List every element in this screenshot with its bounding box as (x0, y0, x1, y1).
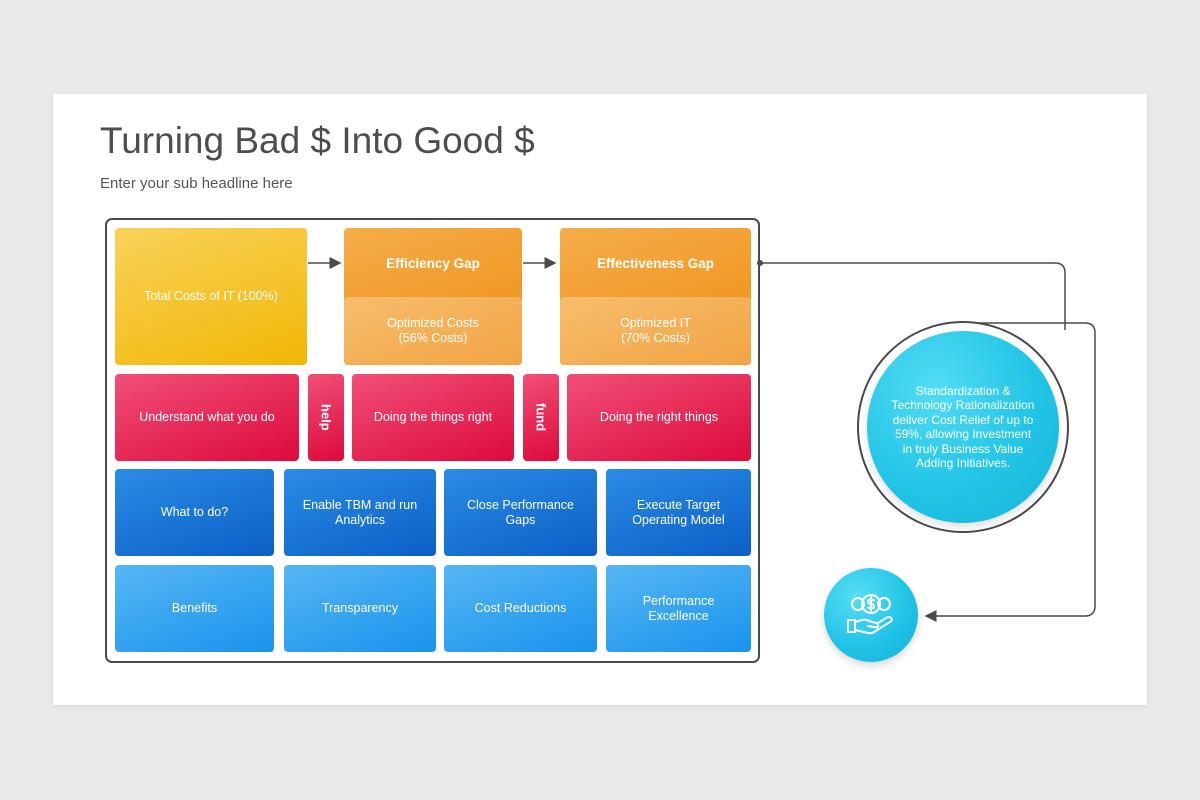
performance-excellence-label: Performance Excellence (642, 593, 715, 623)
execute-model-label: Execute Target Operating Model (632, 497, 725, 527)
enable-tbm-label: Enable TBM and run Analytics (302, 497, 418, 527)
transparency-label: Transparency (322, 601, 398, 615)
connector-to-icon (924, 322, 1096, 622)
efficiency-gap-box: Efficiency Gap Optimized Costs (56% Cost… (344, 228, 522, 365)
what-to-do-label: What to do? (160, 505, 229, 519)
execute-model-box: Execute Target Operating Model (606, 469, 751, 556)
cost-reductions-box: Cost Reductions (444, 565, 597, 652)
performance-excellence-box: Performance Excellence (606, 565, 751, 652)
callout-circle: Standardization & Technology Rationaliza… (867, 331, 1059, 523)
doing-things-right-box: Doing the things right (352, 374, 514, 461)
doing-right-things-label: Doing the right things (599, 410, 719, 424)
money-hand-icon (847, 594, 893, 635)
help-box: help (308, 374, 344, 461)
doing-right-things-box: Doing the right things (567, 374, 751, 461)
callout-text: Standardization & Technology Rationaliza… (891, 383, 1035, 471)
benefits-label: Benefits (171, 601, 218, 615)
effectiveness-gap-box: Effectiveness Gap Optimized IT (70% Cost… (560, 228, 751, 365)
efficiency-gap-label: Efficiency Gap (386, 255, 480, 271)
fund-box: fund (523, 374, 559, 461)
optimized-costs-box: Optimized Costs (56% Costs) (344, 297, 522, 365)
page-title: Turning Bad $ Into Good $ (100, 120, 535, 161)
fund-label: fund (533, 403, 549, 432)
optimized-costs-label: Optimized Costs (56% Costs) (387, 316, 479, 345)
what-to-do-box: What to do? (115, 469, 274, 556)
optimized-it-box: Optimized IT (70% Costs) (560, 297, 751, 365)
understand-box: Understand what you do (115, 374, 299, 461)
enable-tbm-box: Enable TBM and run Analytics (284, 469, 436, 556)
effectiveness-gap-label: Effectiveness Gap (596, 255, 715, 271)
understand-label: Understand what you do (139, 410, 275, 424)
doing-things-right-label: Doing the things right (373, 410, 493, 424)
diagram-frame (105, 218, 760, 663)
cost-reductions-label: Cost Reductions (474, 601, 567, 615)
icon-circle (824, 568, 918, 662)
close-gaps-box: Close Performance Gaps (444, 469, 597, 556)
close-gaps-label: Close Performance Gaps (467, 497, 574, 527)
optimized-it-label: Optimized IT (70% Costs) (620, 316, 691, 345)
transparency-box: Transparency (284, 565, 436, 652)
help-label: help (318, 404, 334, 431)
total-costs-box: Total Costs of IT (100%) (115, 228, 307, 365)
total-costs-label: Total Costs of IT (100%) (144, 289, 278, 303)
connector-to-callout (760, 262, 1066, 330)
page-subtitle: Enter your sub headline here (100, 175, 293, 192)
benefits-box: Benefits (115, 565, 274, 652)
